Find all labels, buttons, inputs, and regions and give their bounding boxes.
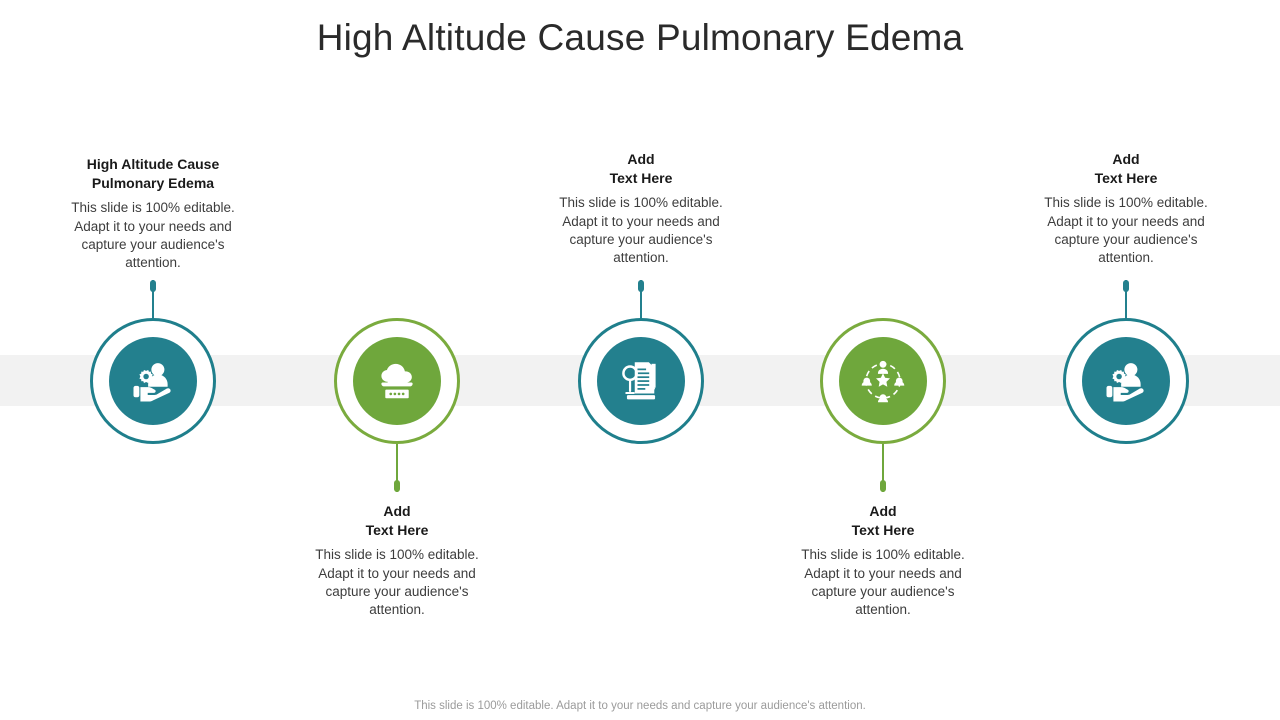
node-3-icon-disc: [597, 337, 685, 425]
node-4-connector-cap: [880, 480, 886, 492]
node-1-icon-circle[interactable]: [90, 318, 216, 444]
node-3-body: This slide is 100% editable. Adapt it to…: [559, 195, 723, 265]
node-2-icon-circle[interactable]: [334, 318, 460, 444]
node-4[interactable]: Add Text Here This slide is 100% editabl…: [768, 0, 998, 720]
cloud-password-icon: [372, 356, 422, 406]
node-3-text-block: Add Text Here This slide is 100% editabl…: [541, 150, 741, 267]
document-magnifier-pen-icon: [616, 356, 666, 406]
node-1[interactable]: High Altitude Cause Pulmonary Edema This…: [38, 0, 268, 720]
node-5[interactable]: Add Text Here This slide is 100% editabl…: [1011, 0, 1241, 720]
node-2[interactable]: Add Text Here This slide is 100% editabl…: [282, 0, 512, 720]
node-4-icon-disc: [839, 337, 927, 425]
node-1-icon-disc: [109, 337, 197, 425]
hand-holding-person-gear-icon: [1100, 355, 1152, 407]
node-5-icon-disc: [1082, 337, 1170, 425]
node-1-connector-cap: [150, 280, 156, 292]
node-3-connector-cap: [638, 280, 644, 292]
node-5-icon-circle[interactable]: [1063, 318, 1189, 444]
node-5-connector-line: [1123, 280, 1129, 320]
node-2-connector-line: [394, 444, 400, 492]
team-network-star-icon: [857, 355, 909, 407]
page-title: High Altitude Cause Pulmonary Edema: [316, 17, 964, 58]
node-3[interactable]: Add Text Here This slide is 100% editabl…: [526, 0, 756, 720]
node-2-text-block: Add Text Here This slide is 100% editabl…: [297, 502, 497, 619]
node-1-heading: High Altitude Cause Pulmonary Edema: [86, 156, 220, 192]
node-2-connector-cap: [394, 480, 400, 492]
node-3-icon-circle[interactable]: [578, 318, 704, 444]
node-5-body: This slide is 100% editable. Adapt it to…: [1044, 195, 1208, 265]
node-2-heading: Add Text Here: [365, 503, 429, 539]
node-3-connector-line: [638, 280, 644, 320]
node-4-icon-circle[interactable]: [820, 318, 946, 444]
node-5-text-block: Add Text Here This slide is 100% editabl…: [1026, 150, 1226, 267]
node-5-connector-cap: [1123, 280, 1129, 292]
node-1-text-block: High Altitude Cause Pulmonary Edema This…: [53, 155, 253, 272]
node-1-body: This slide is 100% editable. Adapt it to…: [71, 200, 235, 270]
node-4-connector-line: [880, 444, 886, 492]
node-5-heading: Add Text Here: [1094, 151, 1158, 187]
node-2-icon-disc: [353, 337, 441, 425]
node-4-text-block: Add Text Here This slide is 100% editabl…: [783, 502, 983, 619]
hand-holding-person-gear-icon: [127, 355, 179, 407]
node-2-body: This slide is 100% editable. Adapt it to…: [315, 547, 479, 617]
node-3-heading: Add Text Here: [609, 151, 673, 187]
slide-footer-note: This slide is 100% editable. Adapt it to…: [414, 700, 866, 712]
node-1-connector-line: [150, 280, 156, 320]
node-4-body: This slide is 100% editable. Adapt it to…: [801, 547, 965, 617]
node-4-heading: Add Text Here: [851, 503, 915, 539]
